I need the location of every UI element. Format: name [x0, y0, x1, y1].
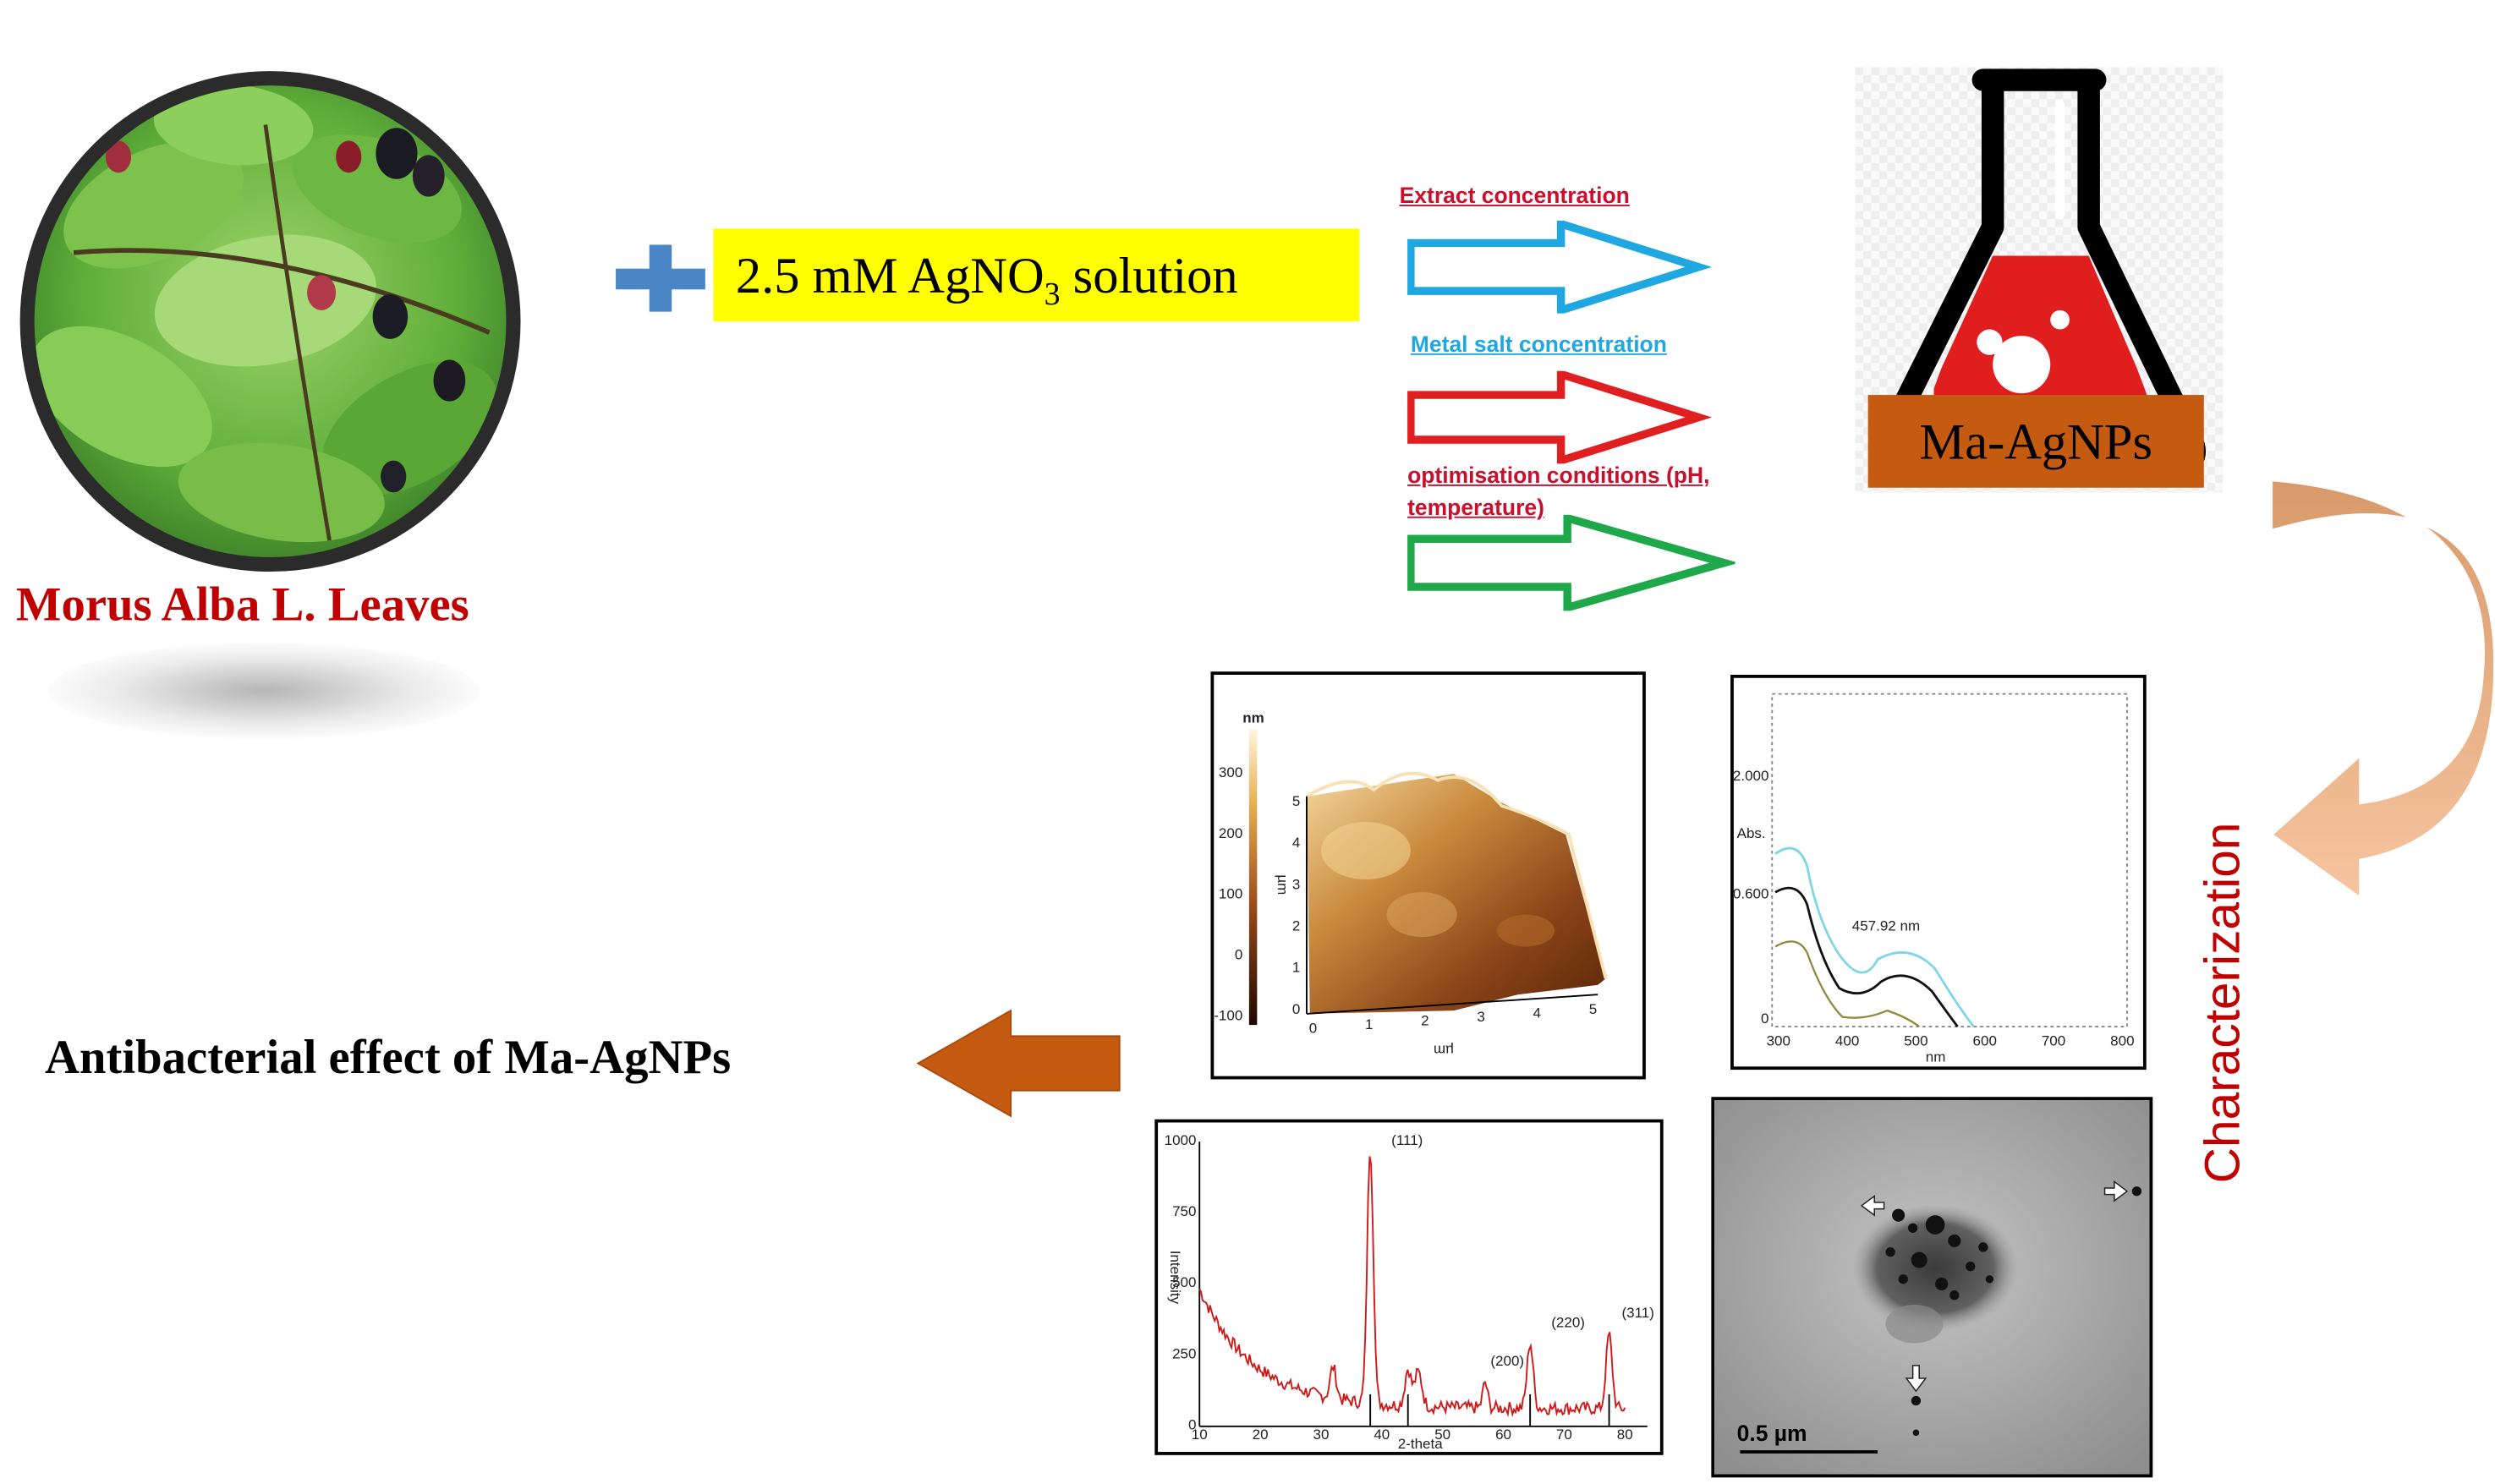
uv-x-axis-label: nm	[1926, 1049, 1946, 1065]
xrd-x-tick: 40	[1374, 1427, 1390, 1443]
xrd-x-tick: 70	[1556, 1427, 1572, 1443]
xrd-x-tick: 50	[1434, 1427, 1450, 1443]
uv-y-tick: 2.000	[1734, 768, 1769, 784]
arrow-blue-icon	[1407, 218, 1713, 321]
afm-unit-label: nm	[1242, 710, 1264, 726]
afm-x-axis-label: µm	[1434, 1043, 1454, 1059]
xrd-x-tick: 80	[1617, 1427, 1633, 1443]
product-label: Ma-AgNPs	[1867, 395, 2204, 488]
arrow-red-icon	[1407, 369, 1713, 472]
uv-x-tick: 700	[2042, 1033, 2065, 1049]
reagent-box: 2.5 mM AgNO3 solution	[713, 228, 1360, 322]
uv-x-tick: 600	[1973, 1033, 1997, 1049]
afm-y-tick: 0	[1292, 1001, 1300, 1017]
uv-y-tick: 0.600	[1734, 886, 1769, 902]
afm-y-tick: 1	[1292, 960, 1300, 976]
uv-x-tick: 300	[1767, 1033, 1790, 1049]
uvvis-panel: Abs. nm 2.000 0.600 0 300 400 500 600 700 800 4…	[1730, 675, 2147, 1071]
plus-icon	[616, 244, 705, 312]
xrd-y-tick: 250	[1172, 1345, 1196, 1361]
condition-label-metal-salt: Metal salt concentration	[1410, 331, 1667, 357]
afm-scale-tick: -100	[1214, 1007, 1242, 1023]
afm-scale-tick: 300	[1219, 764, 1242, 780]
xrd-y-tick: 500	[1172, 1274, 1196, 1290]
xrd-x-axis-label: 2-theta	[1398, 1436, 1443, 1452]
condition-label-extract: Extract concentration	[1399, 182, 1630, 208]
reagent-label-main: 2.5 mM AgNO	[735, 246, 1045, 304]
reagent-label-subscript: 3	[1044, 277, 1061, 313]
uv-x-tick: 500	[1904, 1033, 1927, 1049]
xrd-y-tick: 750	[1172, 1203, 1196, 1219]
afm-scale-tick: 0	[1235, 947, 1242, 963]
afm-y-tick: 3	[1292, 876, 1300, 892]
arrow-left-icon	[915, 1007, 1123, 1127]
photo-shadow	[47, 643, 480, 739]
xrd-peak-200: (200)	[1490, 1353, 1524, 1369]
tem-panel: 0.5 µm	[1711, 1097, 2153, 1478]
uv-peak-label: 457.92 nm	[1852, 918, 1920, 934]
tem-scale-label: 0.5 µm	[1736, 1420, 1807, 1446]
arrow-green-icon	[1407, 512, 1739, 619]
characterization-label: Characterization	[2194, 822, 2251, 1184]
afm-x-tick: 1	[1365, 1016, 1373, 1032]
xrd-x-tick: 30	[1313, 1427, 1330, 1443]
xrd-x-tick: 10	[1192, 1427, 1208, 1443]
afm-x-tick: 3	[1477, 1009, 1484, 1025]
xrd-y-tick: 1000	[1165, 1132, 1197, 1148]
afm-y-tick: 2	[1292, 918, 1300, 934]
uv-x-tick: 400	[1835, 1033, 1859, 1049]
afm-x-tick: 4	[1533, 1005, 1541, 1021]
curved-arrow-icon	[2258, 467, 2495, 923]
uv-x-tick: 800	[2110, 1033, 2134, 1049]
xrd-x-tick: 60	[1495, 1427, 1511, 1443]
condition-label-optimisation: optimisation conditions (pH, temperature…	[1407, 462, 1710, 520]
uv-y-axis-label: Abs.	[1737, 825, 1766, 841]
xrd-panel: Intensity 2-theta 1000 750 500 250 0 10 20 30 4…	[1154, 1119, 1664, 1455]
afm-scale-tick: 200	[1219, 825, 1242, 841]
uv-y-tick: 0	[1761, 1010, 1768, 1027]
afm-y-axis-label: µm	[1275, 874, 1291, 895]
result-label: Antibacterial effect of Ma-AgNPs	[44, 1031, 732, 1085]
reagent-label-rest: solution	[1060, 246, 1238, 304]
plant-caption: Morus Alba L. Leaves	[15, 578, 469, 632]
xrd-x-tick: 20	[1253, 1427, 1269, 1443]
xrd-peak-111: (111)	[1391, 1132, 1423, 1148]
afm-panel: nm 300 200 100 0 -100 5 4 3 2 1 0 0 1 2 3 4 5 µm µm	[1210, 671, 1646, 1080]
xrd-peak-311: (311)	[1621, 1305, 1653, 1321]
afm-x-tick: 5	[1589, 1001, 1597, 1017]
afm-y-tick: 5	[1292, 793, 1300, 809]
afm-x-tick: 0	[1309, 1021, 1317, 1037]
afm-y-tick: 4	[1292, 835, 1300, 851]
afm-x-tick: 2	[1421, 1013, 1428, 1029]
afm-scale-tick: 100	[1219, 886, 1242, 902]
xrd-y-tick: 0	[1188, 1417, 1196, 1433]
xrd-peak-220: (220)	[1551, 1315, 1585, 1331]
plant-photo	[9, 61, 530, 582]
xrd-y-axis-label: Intensity	[1167, 1251, 1183, 1305]
